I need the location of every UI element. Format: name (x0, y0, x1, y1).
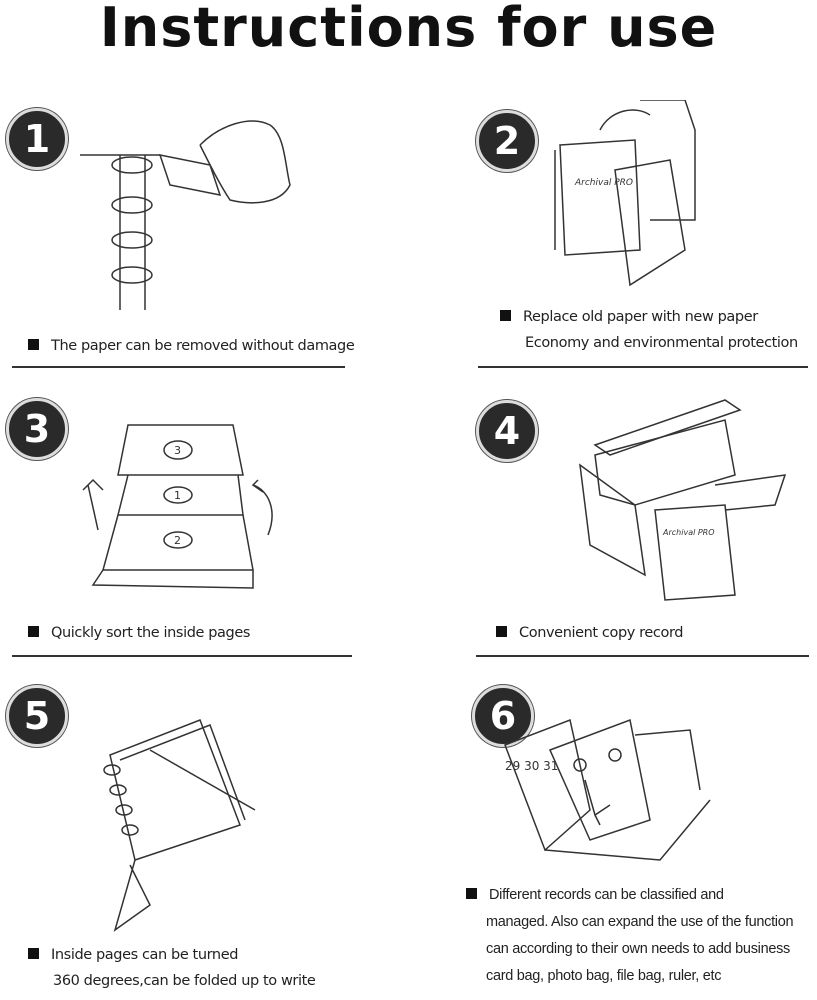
step-4-illustration: Archival PRO (579, 399, 787, 601)
bullet-icon (28, 339, 39, 350)
step-6-caption: Different records can be classified and … (466, 882, 794, 990)
divider (478, 366, 808, 368)
divider (12, 655, 352, 657)
step-4-number: 4 (476, 400, 538, 462)
bullet-icon (500, 310, 511, 321)
svg-text:3: 3 (174, 444, 181, 457)
divider (12, 366, 345, 368)
svg-text:2: 2 (174, 534, 181, 547)
bullet-icon (28, 948, 39, 959)
step-1-illustration (80, 120, 291, 310)
svg-text:Archival PRO: Archival PRO (574, 178, 633, 188)
step-2-number: 2 (476, 110, 538, 172)
step-1-caption: The paper can be removed without damage (28, 333, 355, 359)
page-title: Instructions for use (99, 0, 718, 59)
bullet-icon (496, 626, 507, 637)
svg-text:Archival PRO: Archival PRO (662, 528, 715, 537)
step-4-caption: Convenient copy record (496, 620, 683, 646)
step-6-illustration: 29 30 31 (504, 718, 711, 861)
divider (476, 655, 809, 657)
step-2-illustration: Archival PRO (554, 100, 696, 287)
step-5-illustration (103, 719, 256, 932)
step-3-caption: Quickly sort the inside pages (28, 620, 250, 646)
bullet-icon (466, 888, 477, 899)
step-3-number: 3 (6, 398, 68, 460)
svg-text:29 30 31: 29 30 31 (505, 759, 558, 773)
step-2-caption: Replace old paper with new paper Economy… (500, 304, 798, 356)
bullet-icon (28, 626, 39, 637)
step-6-number: 6 (472, 685, 534, 747)
step-3-illustration: 3 1 2 (82, 424, 273, 589)
step-5-caption: Inside pages can be turned 360 degrees,c… (28, 942, 316, 994)
step-1-number: 1 (6, 108, 68, 170)
step-5-number: 5 (6, 685, 68, 747)
svg-text:1: 1 (174, 489, 181, 502)
